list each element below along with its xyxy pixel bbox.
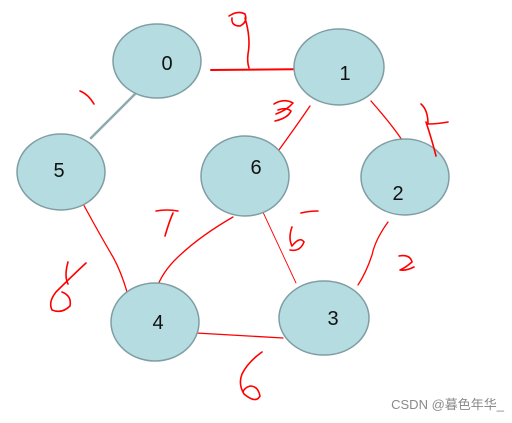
weight-5-4-handwritten-8 bbox=[49, 261, 87, 313]
node-6-circle bbox=[200, 135, 290, 217]
edge-5-4 bbox=[80, 199, 131, 304]
edge-6-3 bbox=[261, 209, 297, 284]
node-3-label: 3 bbox=[327, 308, 338, 330]
edge-6-4 bbox=[155, 216, 234, 291]
weight-0-5-handwritten-1 bbox=[79, 90, 95, 105]
node-6-label: 6 bbox=[250, 157, 261, 179]
node-5: 5 bbox=[16, 133, 106, 211]
node-5-label: 5 bbox=[53, 160, 64, 182]
node-3-circle bbox=[278, 280, 370, 356]
node-1: 1 bbox=[293, 28, 385, 106]
node-0-circle bbox=[112, 23, 202, 99]
weight-1-2-handwritten-4 bbox=[420, 103, 449, 157]
edge-1-6 bbox=[275, 105, 311, 155]
edge-2-3 bbox=[357, 221, 389, 286]
node-6: 6 bbox=[200, 135, 290, 217]
weight-4-3-handwritten-6 bbox=[239, 351, 263, 401]
node-2: 2 bbox=[360, 138, 450, 216]
weight-1-6-handwritten-3 bbox=[273, 99, 294, 122]
node-0-label: 0 bbox=[161, 53, 172, 75]
node-5-circle bbox=[16, 133, 106, 211]
node-4-label: 4 bbox=[152, 312, 163, 334]
node-4-circle bbox=[110, 282, 200, 362]
weight-6-4-handwritten-7 bbox=[155, 209, 179, 237]
node-3: 3 bbox=[278, 280, 370, 356]
node-4: 4 bbox=[110, 282, 200, 362]
node-1-label: 1 bbox=[339, 63, 350, 85]
weight-2-3-handwritten-2 bbox=[398, 254, 415, 271]
weight-6-3-handwritten-5 bbox=[289, 210, 319, 252]
watermark-text: CSDN @暮色年华_ bbox=[391, 397, 504, 412]
node-2-circle bbox=[360, 138, 450, 216]
handwritten-weights-layer bbox=[49, 11, 449, 401]
node-1-circle bbox=[293, 28, 385, 106]
edge-4-3 bbox=[195, 332, 284, 339]
node-2-label: 2 bbox=[392, 183, 403, 205]
weight-0-1-handwritten-9 bbox=[228, 11, 250, 69]
edge-0-5 bbox=[89, 90, 139, 140]
node-0: 0 bbox=[112, 23, 202, 99]
nodes-layer: 0 1 2 3 4 5 6 bbox=[16, 23, 450, 362]
